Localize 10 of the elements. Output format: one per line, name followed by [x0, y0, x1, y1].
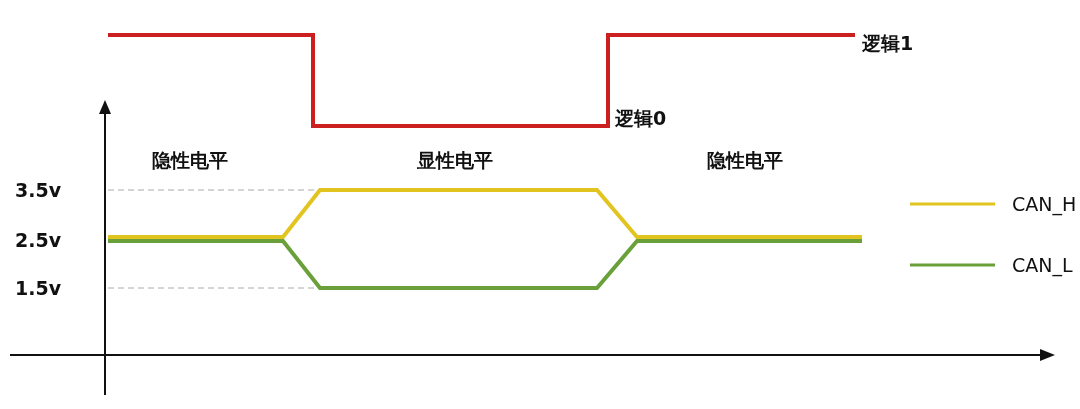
logic-level-label: 逻辑0 — [615, 108, 667, 128]
voltage-tick-label: 1.5v — [15, 278, 62, 298]
state-label: 显性电平 — [417, 150, 493, 170]
state-label: 隐性电平 — [707, 150, 783, 170]
legend-label: CAN_H — [1012, 194, 1077, 214]
legend-label: CAN_L — [1012, 255, 1073, 275]
voltage-tick-label: 2.5v — [15, 230, 62, 250]
state-label: 隐性电平 — [152, 150, 228, 170]
logic-level-label: 逻辑1 — [862, 33, 914, 53]
voltage-tick-label: 3.5v — [15, 180, 62, 200]
